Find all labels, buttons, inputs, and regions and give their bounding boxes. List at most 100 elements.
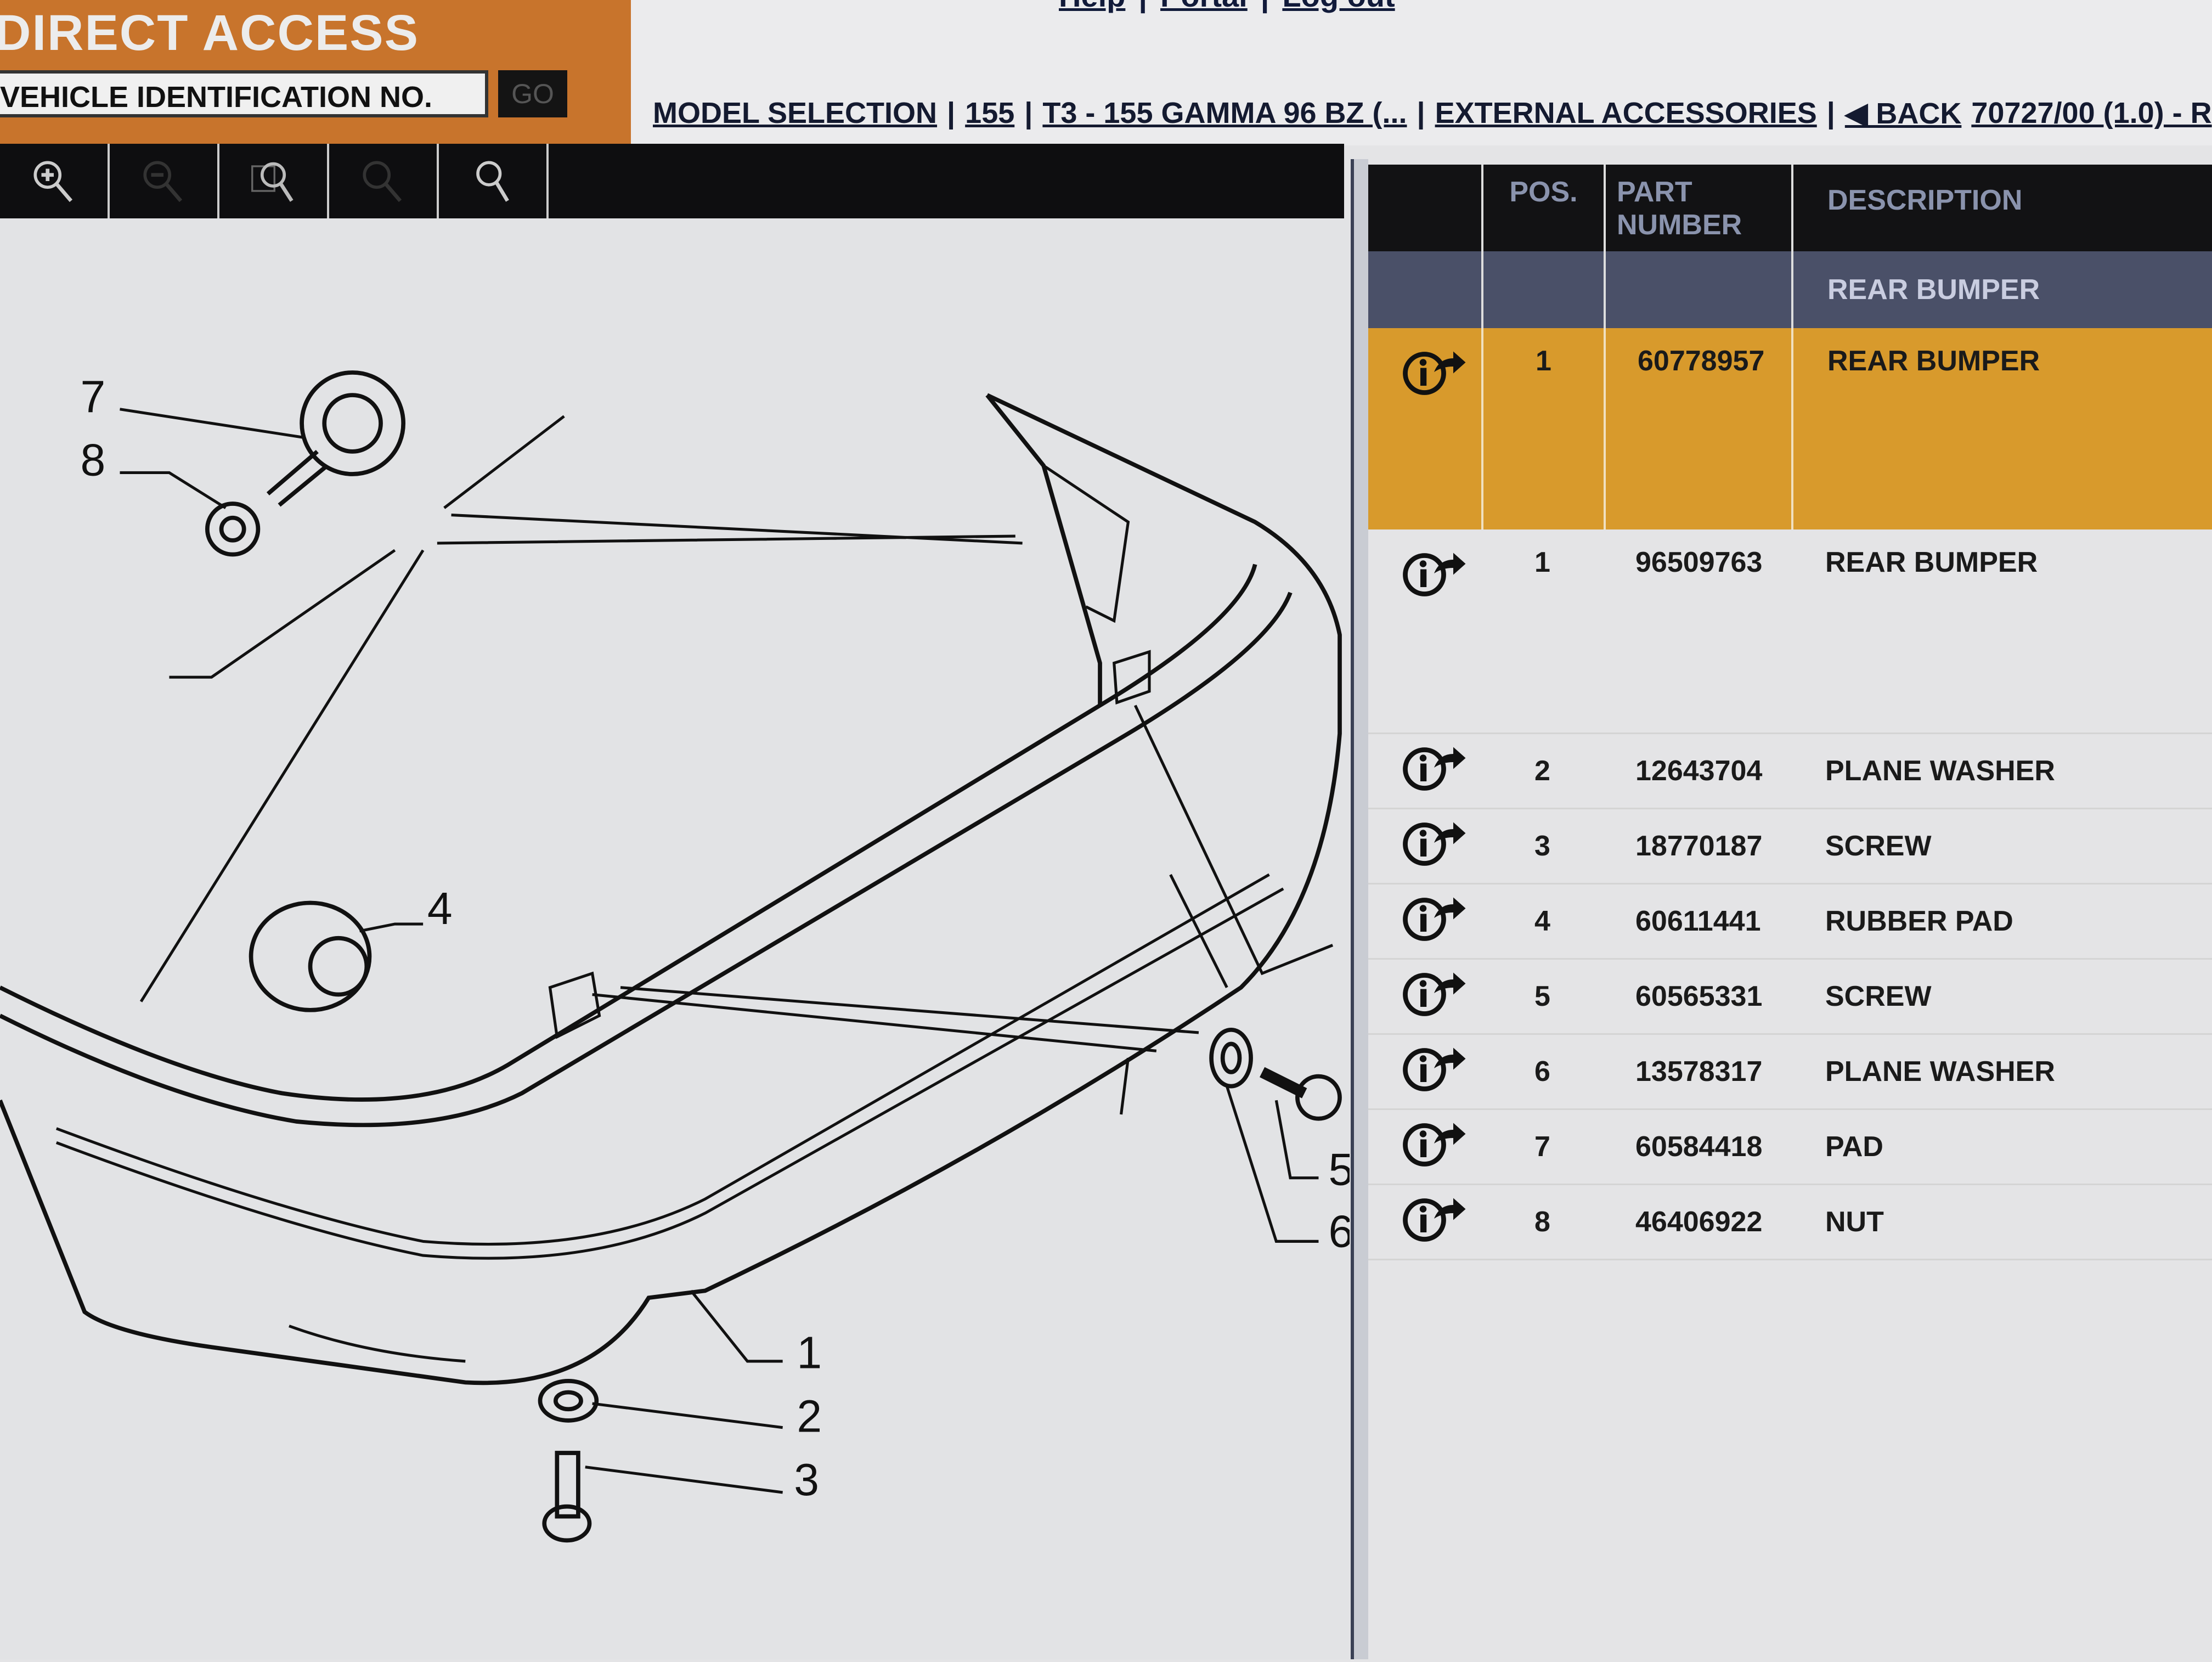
zoom-page-button[interactable]: [329, 144, 439, 218]
rear-bumper-drawing: [0, 393, 1342, 1385]
cell-description: SCREW: [1825, 981, 1932, 1012]
cell-part-number[interactable]: 46406922: [1635, 1206, 1763, 1238]
table-row[interactable]: 2 12643704 PLANE WASHER: [1368, 734, 2212, 809]
table-row[interactable]: 5 60565331 SCREW: [1368, 960, 2212, 1035]
pad-part-7: [300, 370, 406, 476]
callout-5[interactable]: 5: [1328, 1145, 1353, 1195]
leader-lines: [120, 408, 1334, 1494]
panel-splitter[interactable]: [1351, 159, 1368, 1659]
part-info-icon[interactable]: [1401, 1191, 1467, 1246]
breadcrumb: MODEL SELECTION| 155| T3 - 155 GAMMA 96 …: [653, 97, 2212, 130]
top-links: Help| Portal| Log out: [1059, 0, 1395, 14]
cell-part-number[interactable]: 96509763: [1635, 547, 1763, 578]
crumb-model[interactable]: 155: [965, 97, 1015, 129]
part-info-icon[interactable]: [1401, 891, 1467, 945]
part-info-icon[interactable]: [1401, 546, 1467, 601]
part-info-icon[interactable]: [1401, 345, 1467, 399]
crumb-model-selection[interactable]: MODEL SELECTION: [653, 97, 938, 129]
table-row[interactable]: 1 96509763 REAR BUMPER: [1368, 529, 2212, 734]
cell-description: REAR BUMPER: [1825, 547, 2038, 578]
top-bar: [631, 0, 2212, 145]
cell-pos: 4: [1534, 905, 1550, 937]
table-row-selected[interactable]: 1 60778957 REAR BUMPER: [1368, 328, 2212, 529]
table-row[interactable]: 4 60611441 RUBBER PAD: [1368, 884, 2212, 960]
header-part-number: PART NUMBER: [1604, 165, 1791, 251]
zoom-out-icon: [143, 161, 183, 202]
cell-part-number[interactable]: 60611441: [1635, 905, 1761, 937]
vin-input[interactable]: VEHICLE IDENTIFICATION NO.: [0, 70, 488, 117]
back-link[interactable]: ◀ BACK: [1844, 97, 1962, 130]
callout-4[interactable]: 4: [427, 884, 453, 934]
callout-3[interactable]: 3: [794, 1455, 819, 1505]
washer-part-2: [538, 1379, 599, 1423]
part-info-icon[interactable]: [1401, 1116, 1467, 1171]
zoom-fit-icon: [476, 161, 509, 202]
cell-description: SCREW: [1825, 830, 1932, 862]
direct-access-panel: DIRECT ACCESS VEHICLE IDENTIFICATION NO.…: [0, 0, 631, 144]
cell-pos: 5: [1534, 981, 1550, 1012]
small-parts: [205, 370, 1342, 1543]
cell-pos: 7: [1534, 1131, 1550, 1163]
zoom-fit-button[interactable]: [439, 144, 549, 218]
go-button[interactable]: GO: [498, 70, 567, 117]
callout-2[interactable]: 2: [797, 1391, 822, 1441]
zoom-window-button[interactable]: [219, 144, 329, 218]
zoom-page-icon: [363, 161, 402, 202]
callout-1[interactable]: 1: [797, 1328, 822, 1378]
part-info-icon[interactable]: [1401, 966, 1467, 1021]
cell-part-number[interactable]: 60565331: [1635, 981, 1763, 1012]
part-info-icon[interactable]: [1401, 740, 1467, 795]
group-row: REAR BUMPER: [1368, 251, 2212, 328]
cell-part-number[interactable]: 12643704: [1635, 755, 1763, 787]
cell-description: PLANE WASHER: [1825, 1056, 2055, 1088]
crumb-group[interactable]: EXTERNAL ACCESSORIES: [1435, 97, 1817, 129]
zoom-toolbar: [0, 144, 1344, 218]
table-row[interactable]: 3 18770187 SCREW: [1368, 809, 2212, 884]
cell-pos: 8: [1534, 1206, 1550, 1238]
bumper-exploded-drawing: 1 2 3 4 5 6 7 8: [0, 370, 1354, 1543]
cell-pos: 2: [1534, 755, 1550, 787]
screw-part-3: [555, 1451, 580, 1519]
cell-pos: 1: [1534, 547, 1550, 578]
zoom-window-icon: [251, 162, 294, 202]
cell-pos: 6: [1534, 1056, 1550, 1088]
table-row[interactable]: 7 60584418 PAD: [1368, 1110, 2212, 1185]
header-description: DESCRIPTION: [1791, 165, 2212, 251]
rubber-pad-part-4: [249, 900, 372, 1012]
callout-8[interactable]: 8: [81, 436, 106, 486]
cell-description: PLANE WASHER: [1825, 755, 2055, 787]
callout-6[interactable]: 6: [1328, 1207, 1353, 1257]
part-info-icon[interactable]: [1401, 815, 1467, 870]
table-header: POS. PART NUMBER DESCRIPTION: [1368, 165, 2212, 251]
zoom-out-button[interactable]: [110, 144, 219, 218]
logout-link[interactable]: Log out: [1282, 0, 1395, 14]
washer-part-6: [1209, 1027, 1253, 1089]
portal-link[interactable]: Portal: [1160, 0, 1248, 14]
table-row[interactable]: 6 13578317 PLANE WASHER: [1368, 1035, 2212, 1110]
cell-description: NUT: [1825, 1206, 1884, 1238]
cell-part-number[interactable]: 13578317: [1635, 1056, 1763, 1088]
callout-7[interactable]: 7: [81, 372, 106, 422]
cell-description: PAD: [1825, 1131, 1883, 1163]
cell-pos: 3: [1534, 830, 1550, 862]
direct-access-title: DIRECT ACCESS: [0, 5, 419, 61]
group-label: REAR BUMPER: [1791, 251, 2212, 328]
help-link[interactable]: Help: [1059, 0, 1125, 14]
parts-table: POS. PART NUMBER DESCRIPTION REAR BUMPER…: [1368, 165, 2212, 1260]
header-pos: POS.: [1481, 165, 1604, 251]
cell-part-number[interactable]: 60778957: [1604, 328, 1791, 529]
cell-pos: 1: [1481, 328, 1604, 529]
callouts: 1 2 3 4 5 6 7 8: [81, 372, 1354, 1505]
nut-part-8: [205, 502, 261, 557]
part-info-icon[interactable]: [1401, 1041, 1467, 1096]
cell-part-number[interactable]: 60584418: [1635, 1131, 1763, 1163]
table-ref-link[interactable]: 70727/00 (1.0) - R: [1971, 97, 2212, 129]
cell-description: RUBBER PAD: [1825, 905, 2013, 937]
cell-description: REAR BUMPER: [1791, 328, 2212, 529]
zoom-in-button[interactable]: [0, 144, 110, 218]
zoom-in-icon: [33, 161, 73, 202]
parts-diagram: 1 2 3 4 5 6 7 8: [0, 218, 1354, 1659]
table-row[interactable]: 8 46406922 NUT: [1368, 1185, 2212, 1260]
cell-part-number[interactable]: 18770187: [1635, 830, 1763, 862]
crumb-version[interactable]: T3 - 155 GAMMA 96 BZ (...: [1042, 97, 1407, 129]
